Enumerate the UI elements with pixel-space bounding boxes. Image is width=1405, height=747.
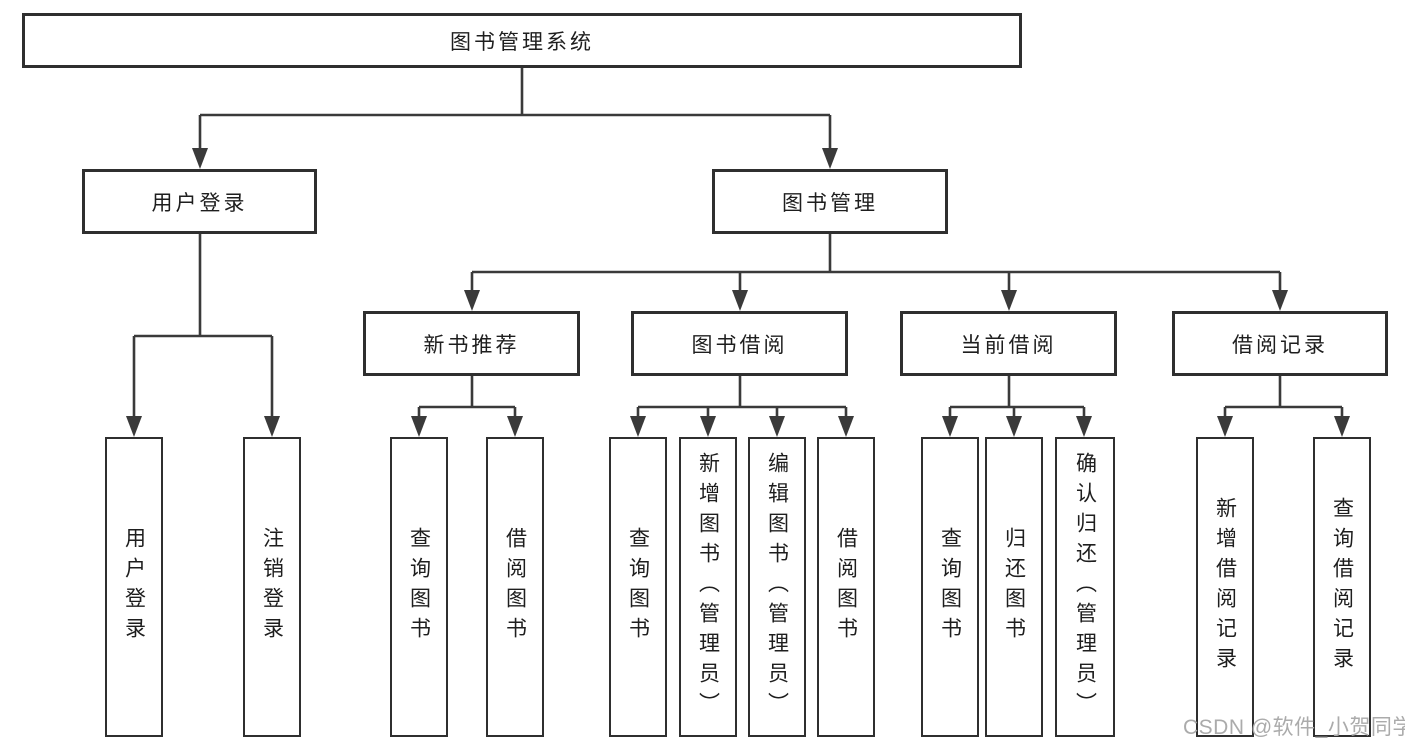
leaf-label: 编辑图书（管理员） [765, 452, 789, 722]
leaf-query-books-1: 查询图书 [390, 437, 448, 737]
leaf-label: 新增借阅记录 [1213, 497, 1237, 677]
node-book-management: 图书管理 [712, 169, 948, 234]
leaf-query-books-2: 查询图书 [609, 437, 667, 737]
node-label: 新书推荐 [423, 333, 520, 357]
leaf-edit-book-admin: 编辑图书（管理员） [748, 437, 806, 737]
leaf-logout-login: 注销登录 [243, 437, 301, 737]
leaf-query-books-3: 查询图书 [921, 437, 979, 737]
leaf-query-borrow-record: 查询借阅记录 [1313, 437, 1371, 737]
node-label: 图书借阅 [691, 333, 788, 357]
node-book-borrow: 图书借阅 [631, 311, 848, 376]
leaf-confirm-return-admin: 确认归还（管理员） [1055, 437, 1115, 737]
leaf-label: 确认归还（管理员） [1073, 452, 1097, 722]
node-label: 当前借阅 [960, 333, 1057, 357]
leaf-label: 查询借阅记录 [1330, 497, 1354, 677]
leaf-label: 归还图书 [1002, 527, 1026, 647]
node-label: 用户登录 [151, 191, 248, 215]
leaf-add-book-admin: 新增图书（管理员） [679, 437, 737, 737]
leaf-borrow-books-1: 借阅图书 [486, 437, 544, 737]
node-new-book-recommend: 新书推荐 [363, 311, 580, 376]
node-current-borrow: 当前借阅 [900, 311, 1117, 376]
node-label: 借阅记录 [1232, 333, 1328, 357]
leaf-borrow-books-2: 借阅图书 [817, 437, 875, 737]
node-borrow-records: 借阅记录 [1172, 311, 1388, 376]
leaf-label: 借阅图书 [503, 527, 527, 647]
leaf-label: 查询图书 [626, 527, 650, 647]
node-label: 图书管理 [782, 191, 878, 215]
csdn-watermark: CSDN @软件_小贺同学 [1183, 716, 1405, 739]
leaf-label: 注销登录 [260, 527, 284, 647]
node-user-login: 用户登录 [82, 169, 317, 234]
leaf-label: 用户登录 [122, 527, 146, 647]
node-label: 图书管理系统 [450, 30, 594, 54]
leaf-return-books: 归还图书 [985, 437, 1043, 737]
leaf-label: 新增图书（管理员） [696, 452, 720, 722]
node-library-system: 图书管理系统 [22, 13, 1022, 68]
leaf-label: 借阅图书 [834, 527, 858, 647]
leaf-user-login: 用户登录 [105, 437, 163, 737]
leaf-label: 查询图书 [407, 527, 431, 647]
leaf-add-borrow-record: 新增借阅记录 [1196, 437, 1254, 737]
leaf-label: 查询图书 [938, 527, 962, 647]
